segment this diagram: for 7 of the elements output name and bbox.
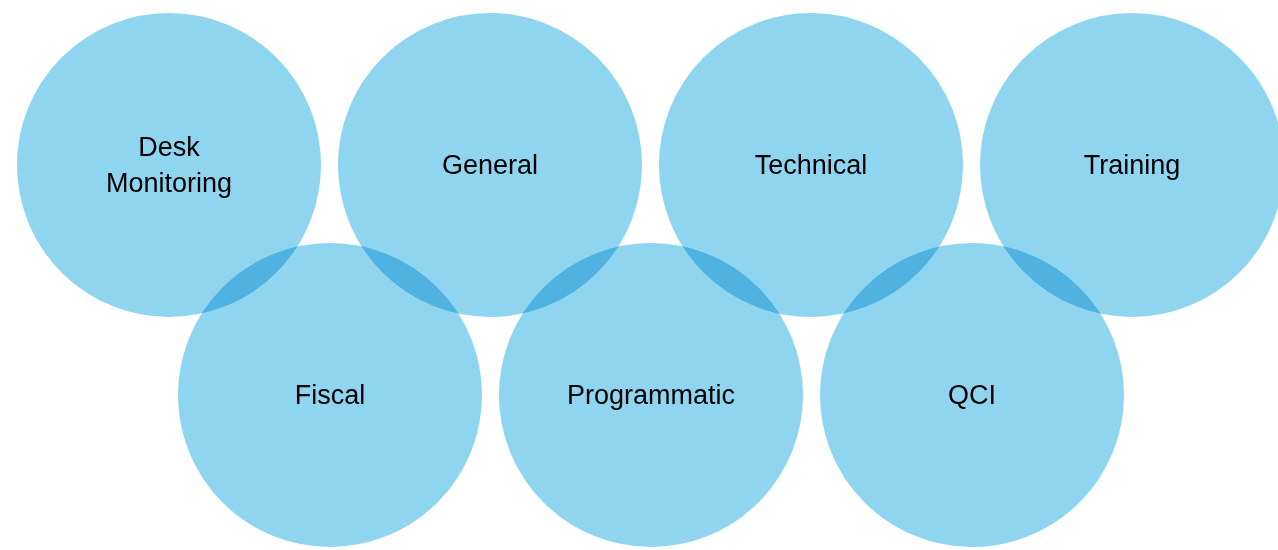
circle-label: General <box>441 148 539 182</box>
circle-label: Desk Monitoring <box>104 130 234 200</box>
circle-label: Fiscal <box>294 378 366 412</box>
circle-label: Programmatic <box>566 378 735 412</box>
circle-label: Technical <box>754 148 868 182</box>
circle-label: QCI <box>948 378 996 412</box>
circle-label: Training <box>1083 148 1181 182</box>
